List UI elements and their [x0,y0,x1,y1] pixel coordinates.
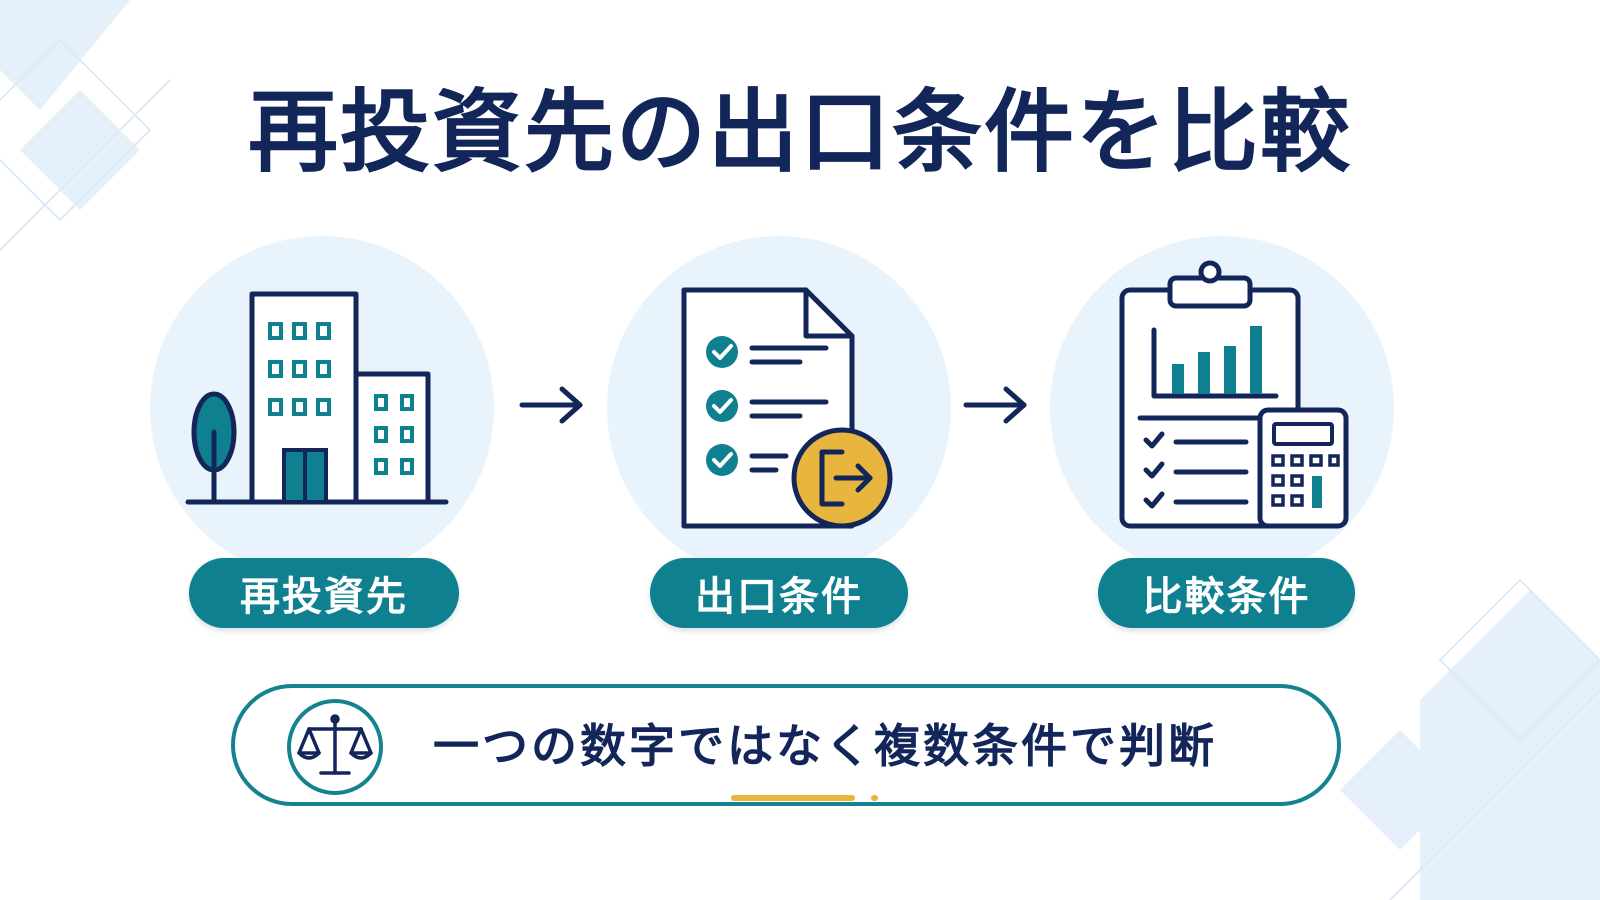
step-label-investment-target: 再投資先 [189,558,459,628]
arrow-right-icon [963,386,1027,424]
summary-text: 一つの数字ではなく複数条件で判断 [433,719,1217,773]
checklist-document-exit-icon [681,287,893,529]
arrow-right-icon [519,386,583,424]
step-label-comparison-conditions: 比較条件 [1098,558,1355,628]
summary-banner: 一つの数字ではなく複数条件で判断 [231,684,1341,806]
step-label-exit-conditions: 出口条件 [650,558,908,628]
balance-scale-icon [287,699,383,795]
clipboard-chart-calculator-icon [1119,260,1349,529]
page-title: 再投資先の出口条件を比較 [248,80,1352,185]
highlight-underline-dot [871,795,878,801]
highlight-underline [731,795,855,801]
office-building-icon [185,291,449,505]
